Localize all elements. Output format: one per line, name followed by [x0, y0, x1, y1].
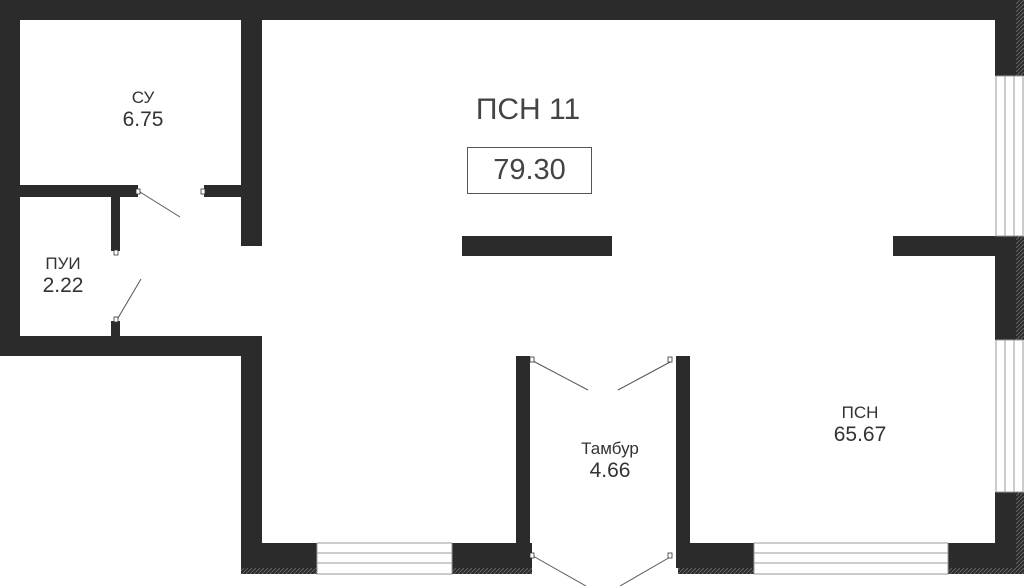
window-right-top [995, 75, 1024, 237]
wall-left [0, 0, 20, 356]
wall-tambur-right [676, 356, 690, 568]
wall-su-right [241, 0, 262, 246]
hatch-right-mid [1016, 236, 1024, 340]
windows [316, 75, 1024, 575]
wall-tambur-left [516, 356, 530, 568]
room-psn-area: 65.67 [833, 423, 887, 446]
wall-left-bottom [0, 336, 262, 356]
window-right-bottom [995, 339, 1024, 493]
doors [117, 191, 673, 586]
room-tambur-area: 4.66 [589, 459, 631, 482]
door-entrance-left [532, 555, 587, 586]
partition-center [462, 236, 612, 256]
room-psn-label: ПСН 65.67 [815, 403, 905, 447]
wall-su-bottom-stub [204, 185, 244, 197]
room-pui-name: ПУИ [45, 254, 81, 273]
room-tambur-name: Тамбур [581, 439, 639, 458]
door-pui [117, 278, 142, 319]
door-tambur-inner-right [617, 360, 673, 391]
room-pui-label: ПУИ 2.22 [24, 254, 102, 298]
room-su-label: СУ 6.75 [100, 88, 186, 132]
partition-right [893, 236, 998, 256]
room-su-name: СУ [131, 88, 155, 107]
wall-hatching [241, 0, 1024, 574]
walls [0, 0, 1024, 568]
room-psn-name: ПСН [841, 403, 879, 422]
hatch-bottom-left [241, 568, 317, 574]
wall-pui-stub-top [111, 193, 120, 251]
total-area: 79.30 [493, 154, 566, 186]
room-tambur-label: Тамбур 4.66 [560, 439, 660, 483]
window-bottom-left [316, 542, 453, 575]
room-pui-area: 2.22 [42, 274, 84, 297]
door-su [139, 191, 181, 218]
wall-bottom-mid-right [678, 543, 754, 568]
door-hinges [113, 188, 673, 559]
hatch-bottom-mid-left [452, 568, 532, 574]
hatch-right-bottom [1016, 492, 1024, 568]
room-su-area: 6.75 [122, 108, 164, 131]
wall-top [0, 0, 1010, 20]
hatch-right-top [1016, 0, 1024, 76]
unit-title: ПСН 11 [475, 93, 581, 126]
hatch-bottom-right [948, 568, 1024, 574]
wall-lower-left [241, 336, 262, 568]
door-entrance-right [619, 555, 673, 586]
door-tambur-inner-left [532, 360, 589, 391]
wall-bottom-left [241, 543, 317, 568]
wall-pui-stub-bottom [111, 321, 120, 339]
window-bottom-right [753, 542, 949, 575]
hatch-bottom-mid-right [678, 568, 754, 574]
total-area-box: 79.30 [467, 147, 592, 194]
wall-su-bottom [20, 185, 138, 197]
